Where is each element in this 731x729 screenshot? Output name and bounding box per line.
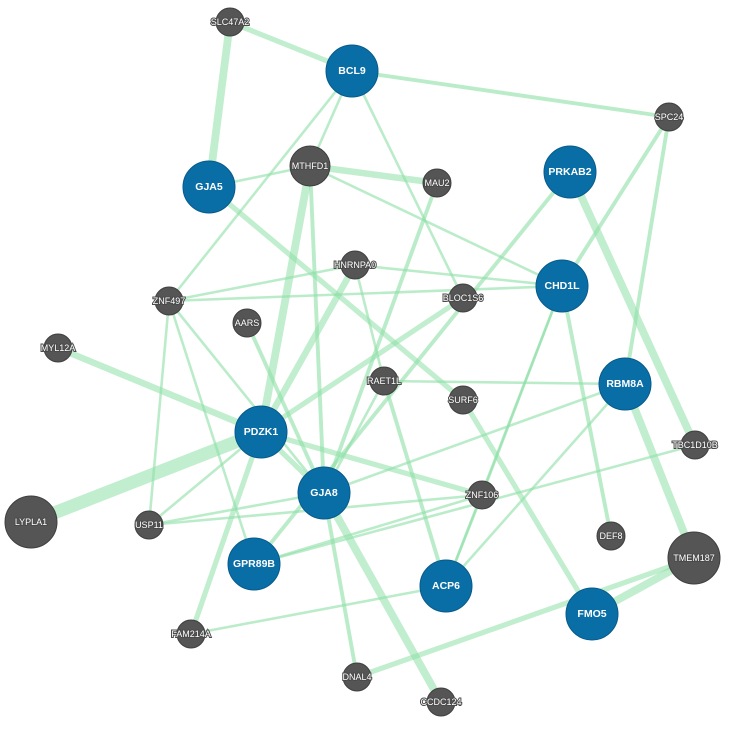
node-ccdc124[interactable]: CCDC124 bbox=[419, 687, 463, 717]
node-circle-bloc1s6[interactable] bbox=[448, 283, 478, 313]
node-circle-gpr89b[interactable] bbox=[227, 537, 281, 591]
edge-spc24-chd1l bbox=[560, 115, 671, 288]
edge-pdzk1-fam214a bbox=[188, 429, 264, 637]
edge-spc24-rbm8a bbox=[623, 115, 671, 386]
node-circle-znf497[interactable] bbox=[154, 286, 184, 316]
node-circle-fam214a[interactable] bbox=[176, 619, 206, 649]
node-chd1l[interactable]: CHD1L bbox=[535, 259, 589, 313]
node-rbm8a[interactable]: RBM8A bbox=[598, 357, 652, 411]
edge-prkab2-tbc1d10b bbox=[566, 168, 699, 449]
node-circle-gja5[interactable] bbox=[182, 160, 236, 214]
node-fmo5[interactable]: FMO5 bbox=[565, 587, 619, 641]
node-circle-slc47a2[interactable] bbox=[215, 7, 245, 37]
edge-znf497-usp11 bbox=[147, 299, 171, 527]
node-circle-acp6[interactable] bbox=[419, 559, 473, 613]
edge-bcl9-znf497 bbox=[167, 69, 354, 303]
edge-znf497-chd1l bbox=[167, 284, 564, 303]
node-mau2[interactable]: MAU2 bbox=[422, 168, 452, 198]
edge-mthfd1-chd1l bbox=[308, 164, 564, 288]
node-tmem187[interactable]: TMEM187 bbox=[667, 531, 721, 585]
node-circle-mau2[interactable] bbox=[422, 168, 452, 198]
node-circle-aars[interactable] bbox=[232, 308, 262, 338]
edge-bcl9-bloc1s6 bbox=[350, 69, 465, 300]
node-circle-tmem187[interactable] bbox=[667, 531, 721, 585]
edge-rbm8a-tmem187 bbox=[621, 380, 698, 562]
node-tbc1d10b[interactable]: TBC1D10B bbox=[671, 430, 719, 460]
node-circle-myl12a[interactable] bbox=[43, 333, 73, 363]
edge-znf497-hnrnpa0 bbox=[167, 263, 357, 303]
node-pdzk1[interactable]: PDZK1 bbox=[234, 405, 288, 459]
node-circle-dnal4[interactable] bbox=[342, 662, 372, 692]
edge-pdzk1-myl12a bbox=[54, 344, 265, 436]
edge-pdzk1-znf106 bbox=[258, 429, 485, 498]
edge-pdzk1-bloc1s6 bbox=[258, 295, 466, 435]
edge-gja8-dnal4 bbox=[322, 491, 359, 679]
edge-mau2-gja8 bbox=[322, 181, 439, 495]
edge-hnrnpa0-chd1l bbox=[353, 263, 564, 288]
node-circle-znf106[interactable] bbox=[467, 480, 497, 510]
node-prkab2[interactable]: PRKAB2 bbox=[543, 145, 597, 199]
edge-rbm8a-gja8 bbox=[322, 382, 627, 495]
edge-pdzk1-lypla1 bbox=[24, 425, 268, 529]
node-circle-mthfd1[interactable] bbox=[289, 145, 331, 187]
node-circle-spc24[interactable] bbox=[654, 102, 684, 132]
node-circle-raet1l[interactable] bbox=[369, 366, 399, 396]
node-gja5[interactable]: GJA5 bbox=[182, 160, 236, 214]
node-circle-gja8[interactable] bbox=[297, 466, 351, 520]
node-hnrnpa0[interactable]: HNRNPA0 bbox=[333, 250, 377, 280]
edge-pdzk1-mthfd1 bbox=[257, 162, 314, 436]
node-circle-lypla1[interactable] bbox=[4, 495, 58, 549]
edge-fam214a-acp6 bbox=[189, 584, 448, 636]
node-circle-def8[interactable] bbox=[596, 521, 626, 551]
node-myl12a[interactable]: MYL12A bbox=[40, 333, 76, 363]
node-slc47a2[interactable]: SLC47A2 bbox=[210, 7, 250, 37]
edge-surf6-fmo5 bbox=[460, 397, 595, 617]
edge-rbm8a-acp6 bbox=[444, 382, 627, 588]
edge-raet1l-hnrnpa0 bbox=[353, 263, 386, 383]
edge-raet1l-acp6 bbox=[382, 379, 448, 588]
edge-znf497-gpr89b bbox=[167, 299, 256, 566]
node-gja8[interactable]: GJA8 bbox=[297, 466, 351, 520]
edge-bcl9-spc24 bbox=[350, 69, 671, 119]
node-lypla1[interactable]: LYPLA1 bbox=[4, 495, 58, 549]
node-bcl9[interactable]: BCL9 bbox=[325, 44, 379, 98]
node-circle-usp11[interactable] bbox=[134, 510, 164, 540]
node-circle-tbc1d10b[interactable] bbox=[680, 430, 710, 460]
node-dnal4[interactable]: DNAL4 bbox=[341, 662, 373, 692]
node-gpr89b[interactable]: GPR89B bbox=[227, 537, 281, 591]
edge-dnal4-tmem187 bbox=[354, 555, 697, 680]
node-circle-hnrnpa0[interactable] bbox=[340, 250, 370, 280]
edge-gja5-slc47a2 bbox=[205, 18, 234, 191]
node-circle-bcl9[interactable] bbox=[325, 44, 379, 98]
edge-aars-gja8 bbox=[245, 321, 326, 495]
edge-rbm8a-raet1l bbox=[382, 379, 627, 386]
node-mthfd1[interactable]: MTHFD1 bbox=[289, 145, 331, 187]
node-circle-fmo5[interactable] bbox=[565, 587, 619, 641]
edge-gja8-usp11 bbox=[147, 491, 326, 527]
node-fam214a[interactable]: FAM214A bbox=[170, 619, 212, 649]
edge-mthfd1-gja8 bbox=[308, 164, 326, 495]
node-acp6[interactable]: ACP6 bbox=[419, 559, 473, 613]
node-aars[interactable]: AARS bbox=[232, 308, 262, 338]
node-circle-ccdc124[interactable] bbox=[426, 687, 456, 717]
edge-chd1l-def8 bbox=[560, 284, 613, 538]
node-circle-pdzk1[interactable] bbox=[234, 405, 288, 459]
node-circle-rbm8a[interactable] bbox=[598, 357, 652, 411]
node-znf497[interactable]: ZNF497 bbox=[152, 286, 186, 316]
node-def8[interactable]: DEF8 bbox=[596, 521, 626, 551]
node-circle-surf6[interactable] bbox=[448, 385, 478, 415]
node-surf6[interactable]: SURF6 bbox=[447, 385, 479, 415]
node-circle-chd1l[interactable] bbox=[535, 259, 589, 313]
edge-mthfd1-mau2 bbox=[306, 162, 441, 187]
node-circle-prkab2[interactable] bbox=[543, 145, 597, 199]
edge-znf497-gja8 bbox=[167, 299, 326, 495]
edge-pdzk1-hnrnpa0 bbox=[257, 261, 359, 436]
node-usp11[interactable]: USP11 bbox=[134, 510, 164, 540]
node-spc24[interactable]: SPC24 bbox=[654, 102, 684, 132]
